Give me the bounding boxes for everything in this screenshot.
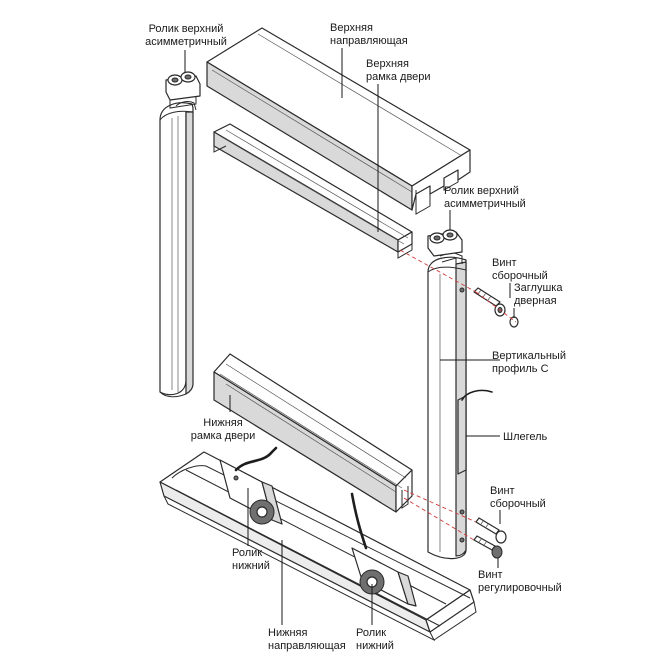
label-bottom-guide: Нижняя направляющая bbox=[268, 627, 346, 652]
svg-text:Винт: Винт bbox=[490, 485, 515, 497]
left-vertical-profile bbox=[159, 101, 197, 398]
svg-text:сборочный: сборочный bbox=[492, 270, 548, 282]
label-roller-bottom-right: Ролик нижний bbox=[356, 627, 394, 652]
label-assembly-screw-top: Винт сборочный bbox=[492, 257, 548, 282]
svg-text:асимметричный: асимметричный bbox=[145, 36, 227, 48]
svg-text:Винт: Винт bbox=[492, 257, 517, 269]
svg-text:Нижняя: Нижняя bbox=[203, 417, 242, 429]
roller-top-right bbox=[427, 229, 463, 257]
roller-top-left bbox=[165, 71, 201, 109]
label-vertical-profile: Вертикальный профиль С bbox=[492, 350, 566, 375]
svg-text:асимметричный: асимметричный bbox=[444, 198, 526, 210]
label-top-guide: Верхняя направляющая bbox=[330, 22, 408, 47]
label-roller-top-right: Ролик верхний асимметричный bbox=[444, 185, 526, 210]
roller-bottom-left bbox=[219, 446, 283, 525]
leader-lines bbox=[184, 48, 515, 625]
adjusting-screw bbox=[473, 535, 503, 559]
top-door-frame bbox=[213, 123, 413, 259]
svg-text:Вертикальный: Вертикальный bbox=[492, 350, 566, 362]
assembly-lines bbox=[399, 249, 517, 541]
svg-text:нижний: нижний bbox=[232, 560, 270, 572]
vertical-profile-c bbox=[427, 251, 493, 560]
bottom-door-frame bbox=[213, 353, 413, 513]
svg-text:Верхняя: Верхняя bbox=[330, 22, 373, 34]
svg-text:направляющая: направляющая bbox=[268, 640, 346, 652]
label-schlegel: Шлегель bbox=[503, 431, 548, 443]
label-adjusting-screw: Винт регулировочный bbox=[478, 569, 562, 594]
svg-text:Нижняя: Нижняя bbox=[268, 627, 307, 639]
svg-text:направляющая: направляющая bbox=[330, 35, 408, 47]
svg-text:Заглушка: Заглушка bbox=[514, 282, 563, 294]
label-top-door-frame: Верхняя рамка двери bbox=[366, 58, 431, 83]
label-bottom-door-frame: Нижняя рамка двери bbox=[191, 417, 256, 442]
assembly-screw-top bbox=[473, 287, 506, 317]
top-guide bbox=[206, 27, 471, 215]
label-roller-top-left: Ролик верхний асимметричный bbox=[145, 23, 227, 48]
svg-text:рамка двери: рамка двери bbox=[366, 71, 431, 83]
svg-text:регулировочный: регулировочный bbox=[478, 582, 562, 594]
svg-text:рамка двери: рамка двери bbox=[191, 430, 256, 442]
label-roller-bottom-left: Ролик нижний bbox=[232, 547, 270, 572]
assembly-screw-bottom bbox=[475, 517, 507, 544]
svg-text:сборочный: сборочный bbox=[490, 498, 546, 510]
svg-text:Ролик: Ролик bbox=[356, 627, 386, 639]
svg-text:профиль С: профиль С bbox=[492, 363, 549, 375]
svg-text:дверная: дверная bbox=[514, 295, 557, 307]
svg-text:Ролик верхний: Ролик верхний bbox=[444, 185, 519, 197]
svg-text:нижний: нижний bbox=[356, 640, 394, 652]
svg-text:Винт: Винт bbox=[478, 569, 503, 581]
label-assembly-screw-bottom: Винт сборочный bbox=[490, 485, 546, 510]
svg-text:Ролик верхний: Ролик верхний bbox=[149, 23, 224, 35]
svg-text:Ролик: Ролик bbox=[232, 547, 262, 559]
svg-text:Верхняя: Верхняя bbox=[366, 58, 409, 70]
svg-text:Шлегель: Шлегель bbox=[503, 431, 548, 443]
label-door-plug: Заглушка дверная bbox=[514, 282, 563, 307]
roller-bottom-right bbox=[350, 492, 417, 607]
